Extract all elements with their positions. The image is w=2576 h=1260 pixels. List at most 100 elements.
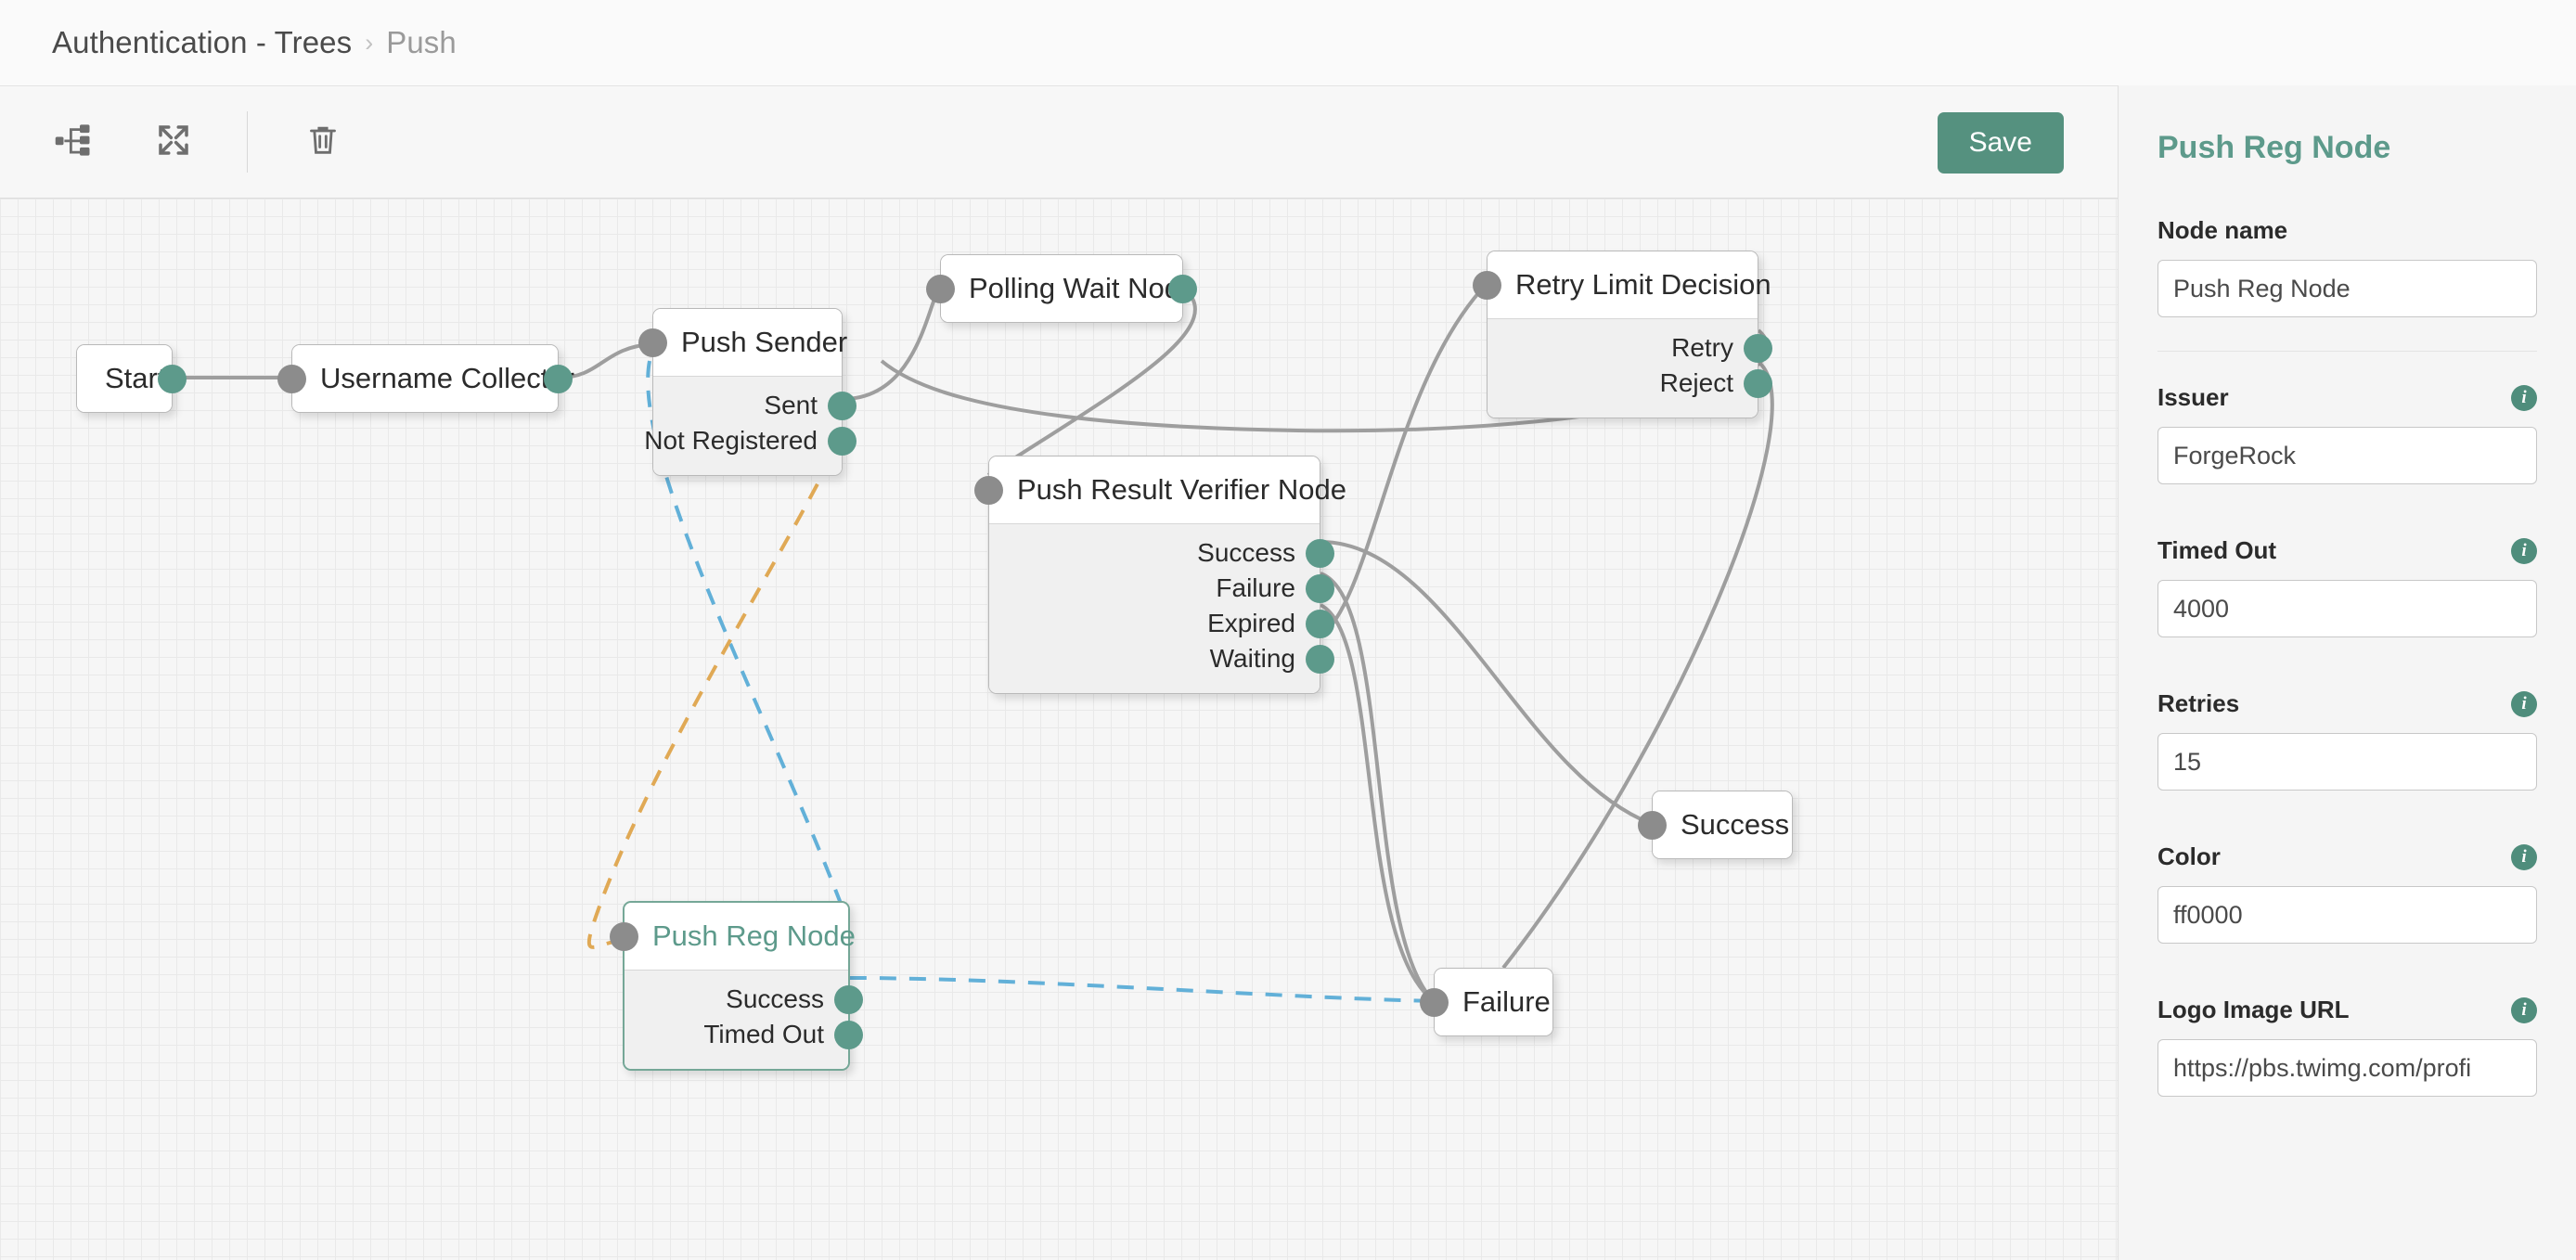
edge-dashed-blue-timedout [849, 976, 1435, 1003]
node-outcomes: Success Failure Expired Waiting [989, 523, 1334, 693]
outcome-label: Sent [764, 391, 818, 419]
breadcrumb-root[interactable]: Authentication - Trees [52, 25, 353, 59]
node-output-port[interactable] [544, 365, 573, 393]
node-header: Polling Wait Node [926, 255, 1197, 322]
node-input-port[interactable] [610, 922, 638, 951]
field-label: Timed Out [2157, 536, 2277, 564]
info-icon[interactable]: i [2511, 537, 2537, 564]
breadcrumb-separator-icon: › [365, 28, 374, 57]
node-outcome[interactable]: Expired [989, 606, 1334, 641]
field-label: Color [2157, 842, 2221, 870]
outcome-port[interactable] [1306, 539, 1334, 568]
outcome-label: Expired [1207, 609, 1295, 637]
edge-verifier-success [1320, 540, 1653, 826]
node-title: Push Sender [681, 326, 848, 358]
outcome-port[interactable] [1306, 610, 1334, 638]
node-outcome[interactable]: Failure [989, 571, 1334, 606]
node-outcome[interactable]: Timed Out [625, 1017, 863, 1052]
node-outcomes: Retry Reject [1488, 318, 1772, 418]
node-username-collector[interactable]: Username Collector [277, 344, 574, 413]
node-title: Retry Limit Decision [1515, 268, 1771, 301]
save-button[interactable]: Save [1937, 112, 2064, 174]
outcome-port[interactable] [828, 392, 857, 420]
field-spacer [2157, 650, 2537, 689]
node-input-port[interactable] [926, 275, 955, 303]
info-icon[interactable]: i [2511, 996, 2537, 1023]
node-outcome[interactable]: Success [989, 535, 1334, 571]
info-icon[interactable]: i [2511, 384, 2537, 411]
node-input-port[interactable] [1473, 271, 1501, 300]
edge-polling-verifier [986, 286, 1197, 477]
node-push-result-verifier[interactable]: Push Result Verifier Node Success Failur… [974, 456, 1346, 694]
node-input-port[interactable] [1638, 811, 1667, 840]
node-success[interactable]: Success [1638, 791, 1793, 859]
node-output-port[interactable] [1168, 275, 1197, 303]
field-timed-out: Timed Out i [2157, 536, 2537, 637]
timed-out-input[interactable] [2157, 580, 2537, 637]
node-polling-wait[interactable]: Polling Wait Node [926, 254, 1197, 323]
retries-input[interactable] [2157, 733, 2537, 791]
node-name-input[interactable] [2157, 260, 2537, 317]
info-icon[interactable]: i [2511, 843, 2537, 870]
breadcrumb: Authentication - Trees › Push [0, 0, 2576, 85]
node-outcomes: Sent Not Registered [644, 376, 857, 475]
outcome-port[interactable] [1306, 574, 1334, 603]
outcome-port[interactable] [834, 985, 863, 1014]
outcome-port[interactable] [1306, 645, 1334, 674]
field-header: Issuer i [2157, 383, 2537, 412]
node-outcome[interactable]: Success [625, 982, 863, 1017]
section-divider [2157, 351, 2537, 352]
node-header: Username Collector [277, 345, 574, 412]
outcome-port[interactable] [1744, 369, 1772, 398]
field-spacer [2157, 497, 2537, 536]
edge-sent-polling [842, 286, 942, 401]
panel-title: Push Reg Node [2157, 130, 2391, 165]
edge-verifier-failure [1320, 572, 1436, 1003]
auto-layout-button[interactable] [39, 108, 108, 176]
tree-canvas[interactable]: Start Username Collector Push Sender Sen… [0, 199, 2118, 1260]
node-push-reg[interactable]: Push Reg Node Success Timed Out [610, 901, 863, 1071]
node-header: Push Reg Node [610, 903, 856, 970]
field-retries: Retries i [2157, 689, 2537, 791]
outcome-label: Waiting [1209, 644, 1295, 673]
node-outcome[interactable]: Sent [653, 388, 857, 423]
outcome-label: Not Registered [644, 426, 818, 455]
node-title: Username Collector [320, 362, 574, 394]
field-header: Logo Image URL i [2157, 996, 2537, 1024]
outcome-label: Success [726, 984, 824, 1013]
outcome-port[interactable] [828, 427, 857, 456]
edge-dashed-blue-down [646, 360, 846, 914]
info-icon[interactable]: i [2511, 690, 2537, 717]
node-outcomes: Success Timed Out [625, 970, 863, 1069]
node-output-port[interactable] [158, 365, 187, 393]
color-input[interactable] [2157, 886, 2537, 944]
node-start[interactable]: Start [76, 344, 187, 413]
logo-image-url-input[interactable] [2157, 1039, 2537, 1097]
node-header: Success [1638, 791, 1792, 858]
field-label: Logo Image URL [2157, 996, 2350, 1023]
outcome-port[interactable] [834, 1021, 863, 1049]
node-push-sender[interactable]: Push Sender Sent Not Registered [638, 308, 857, 476]
trash-icon [304, 122, 341, 163]
node-header: Failure [1420, 969, 1552, 1035]
edge-layer [173, 282, 1774, 1003]
node-failure[interactable]: Failure [1420, 968, 1553, 1036]
field-label: Issuer [2157, 383, 2229, 411]
node-input-port[interactable] [277, 365, 306, 393]
issuer-input[interactable] [2157, 427, 2537, 484]
node-input-port[interactable] [974, 476, 1003, 505]
node-input-port[interactable] [1420, 988, 1449, 1017]
node-title: Start [105, 362, 166, 394]
node-retry-limit-decision[interactable]: Retry Limit Decision Retry Reject [1473, 251, 1772, 418]
outcome-label: Failure [1216, 573, 1295, 602]
node-outcome[interactable]: Waiting [989, 641, 1334, 676]
node-outcome[interactable]: Reject [1488, 366, 1772, 401]
node-input-port[interactable] [638, 328, 667, 357]
node-outcome[interactable]: Retry [1488, 330, 1772, 366]
outcome-port[interactable] [1744, 334, 1772, 363]
delete-button[interactable] [289, 108, 357, 176]
field-header: Color i [2157, 842, 2537, 871]
field-header: Timed Out i [2157, 536, 2537, 565]
fullscreen-button[interactable] [139, 108, 208, 176]
node-outcome[interactable]: Not Registered [644, 423, 857, 458]
